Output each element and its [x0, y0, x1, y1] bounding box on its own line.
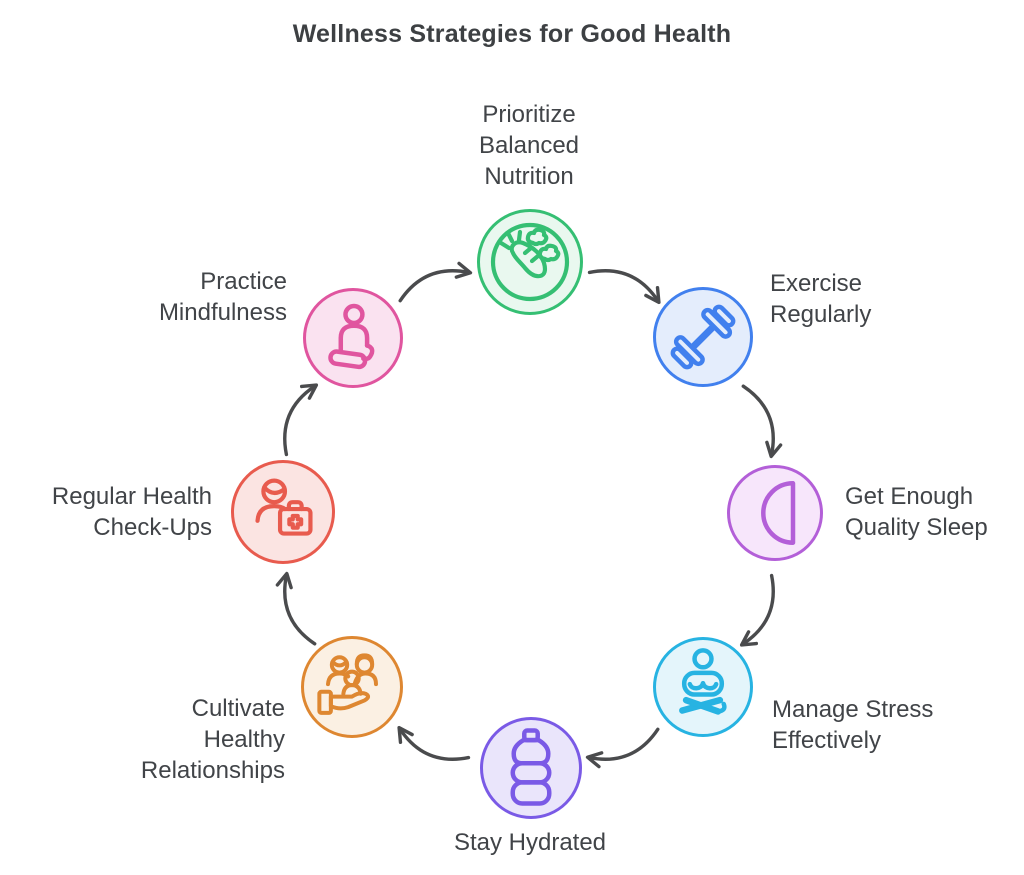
page-title: Wellness Strategies for Good Health [292, 20, 732, 48]
label-practice-mindfulness: Practice Mindfulness [158, 268, 287, 326]
node-stay-hydrated [480, 717, 582, 819]
cycle-arrow [741, 384, 783, 459]
node-cultivate-healthy-relationships [301, 636, 403, 738]
label-manage-stress-effectively: Manage Stress Effectively [772, 696, 934, 754]
node-manage-stress-effectively [653, 637, 753, 737]
node-practice-mindfulness [303, 288, 403, 388]
cycle-arrow [397, 725, 471, 761]
nutrition-plate-icon [480, 212, 580, 312]
family-in-hand-icon [304, 639, 400, 735]
label-regular-health-check-ups: Regular Health Check-Ups [51, 483, 212, 541]
node-exercise-regularly [653, 287, 753, 387]
cycle-arrow [587, 269, 661, 305]
label-cultivate-healthy-relationships: Cultivate Healthy Relationships [140, 695, 285, 784]
label-get-enough-quality-sleep: Get Enough Quality Sleep [845, 483, 988, 541]
label-exercise-regularly: Exercise Regularly [770, 270, 872, 328]
node-get-enough-quality-sleep [727, 465, 823, 561]
cycle-arrow [585, 727, 660, 769]
label-prioritize-balanced-nutrition: Prioritize Balanced Nutrition [478, 101, 580, 190]
lotus-meditation-icon [656, 640, 750, 734]
node-regular-health-check-ups [231, 460, 335, 564]
meditating-person-icon [306, 291, 400, 385]
cycle-arrow [739, 573, 775, 647]
dumbbell-icon [656, 290, 750, 384]
half-moon-icon [730, 468, 820, 558]
node-prioritize-balanced-nutrition [477, 209, 583, 315]
cycle-arrow [398, 261, 473, 303]
water-bottle-icon [483, 720, 579, 816]
doctor-first-aid-icon [234, 463, 332, 561]
label-stay-hydrated: Stay Hydrated [453, 829, 607, 856]
cycle-arrow [283, 383, 319, 457]
cycle-arrow [275, 571, 317, 646]
